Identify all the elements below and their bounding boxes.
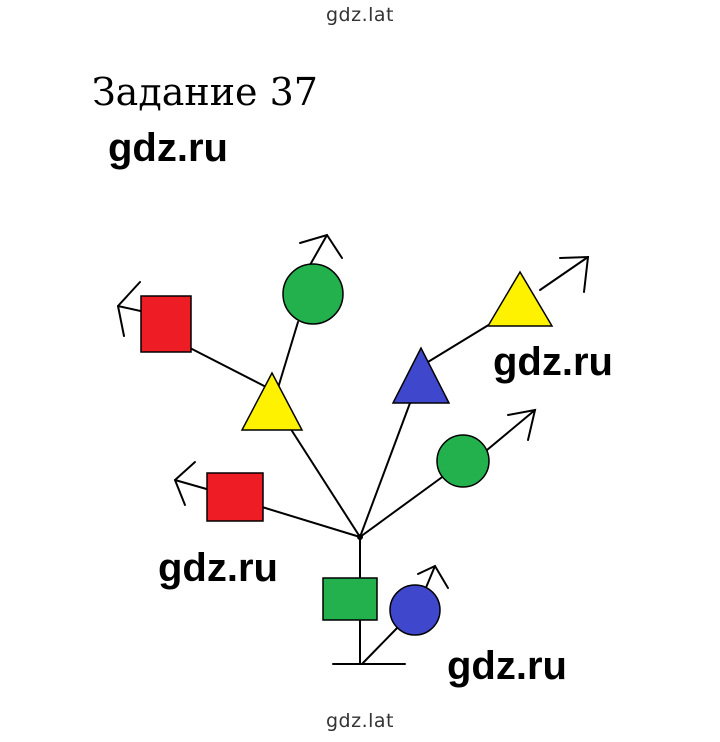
brand-label: gdz.ru xyxy=(447,644,567,688)
branch-line xyxy=(422,317,501,366)
yellow-triangle-upper xyxy=(240,371,304,431)
yellow-triangle-top xyxy=(486,270,554,327)
arrow-head xyxy=(173,461,196,506)
brand-label: gdz.ru xyxy=(158,546,278,590)
arrow-head xyxy=(299,233,343,259)
arrow-head xyxy=(559,255,590,293)
arrow-line xyxy=(486,409,536,451)
red-square-upper xyxy=(140,295,192,353)
branch-line xyxy=(359,394,414,538)
red-square-lower xyxy=(206,472,264,522)
brand-label: gdz.ru xyxy=(108,126,228,170)
task-title: Задание 37 xyxy=(92,70,318,114)
arrow-head xyxy=(116,281,141,337)
blue-triangle xyxy=(391,346,451,404)
branch-line xyxy=(284,419,361,538)
arrow-line xyxy=(539,256,589,291)
arrow-head xyxy=(507,408,537,441)
branch-line xyxy=(189,347,273,391)
branch-line xyxy=(277,321,299,389)
branch-line xyxy=(261,506,361,538)
watermark-bottom: gdz.lat xyxy=(325,710,394,732)
branch-line xyxy=(361,624,401,665)
green-circle-top xyxy=(282,263,344,325)
green-circle-right xyxy=(436,434,490,488)
branch-line xyxy=(359,474,446,538)
arrow-head xyxy=(417,564,449,589)
arrow-line xyxy=(174,479,211,491)
arrow-line xyxy=(309,234,328,266)
green-square-trunk xyxy=(322,577,378,621)
arrow-line xyxy=(424,565,436,591)
branch-node xyxy=(357,534,363,540)
brand-label: gdz.ru xyxy=(493,340,613,384)
blue-circle-small xyxy=(389,584,441,636)
watermark-top: gdz.lat xyxy=(325,4,394,26)
